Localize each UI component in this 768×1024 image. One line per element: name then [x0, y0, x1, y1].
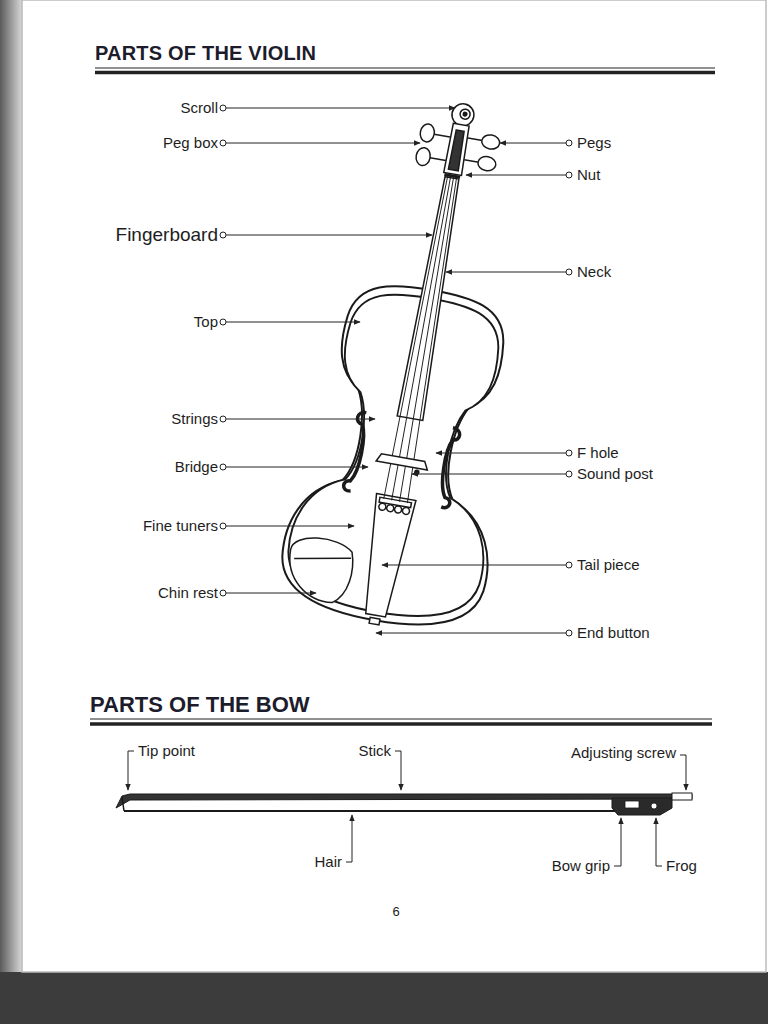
part-label: Bridge — [175, 458, 218, 475]
bow-drawing — [116, 793, 692, 815]
part-label: Peg box — [163, 134, 218, 151]
leader-line — [220, 105, 572, 636]
part-label: Chin rest — [158, 584, 218, 601]
page-title: PARTS OF THE VIOLIN — [95, 42, 316, 65]
part-label: Bow grip — [552, 857, 610, 874]
part-label: F hole — [577, 444, 619, 461]
scan-band — [0, 972, 768, 1024]
bow-leader — [128, 751, 686, 866]
heading-rule — [90, 68, 715, 724]
part-label: Frog — [666, 857, 697, 874]
part-label: End button — [577, 624, 650, 641]
part-label: Hair — [314, 853, 342, 870]
part-label: Adjusting screw — [571, 744, 676, 761]
part-label: Nut — [577, 166, 600, 183]
part-label: Sound post — [577, 465, 653, 482]
part-label: Stick — [358, 742, 391, 759]
part-label: Tail piece — [577, 556, 640, 573]
violin-drawing — [273, 86, 566, 641]
part-label: Tip point — [138, 742, 195, 759]
page-number: 6 — [392, 905, 399, 920]
part-label: Scroll — [180, 99, 218, 116]
page-border — [22, 0, 766, 972]
part-label: Top — [194, 313, 218, 330]
part-label: Strings — [171, 410, 218, 427]
scan-edge — [0, 0, 22, 1024]
part-label: Pegs — [577, 134, 611, 151]
part-label: Fingerboard — [116, 224, 218, 246]
part-label: Fine tuners — [143, 517, 218, 534]
part-label: Neck — [577, 263, 611, 280]
section-heading: PARTS OF THE BOW — [90, 692, 310, 717]
